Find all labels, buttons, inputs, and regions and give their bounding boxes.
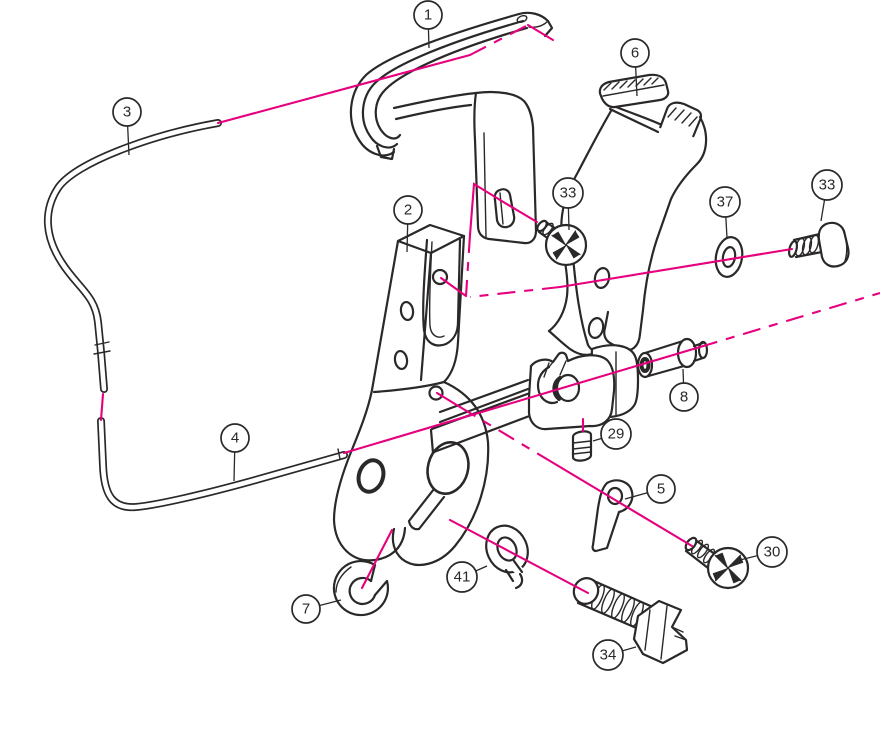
- callout-number: 29: [608, 426, 625, 443]
- shaft-clamp-assembly: [429, 344, 640, 455]
- assembly-lines: [99, 23, 880, 595]
- callout-circle: [291, 594, 321, 624]
- callout-circle: [552, 177, 584, 209]
- callout-circle: [446, 561, 478, 593]
- callout-number: 7: [302, 601, 310, 618]
- callout-8: 8: [669, 368, 699, 412]
- part-2-main-bracket: [332, 223, 490, 567]
- callout-number: 8: [680, 389, 688, 406]
- part-7-c-washer: [332, 560, 389, 617]
- knurl-hatch-top: [603, 77, 659, 91]
- callout-7: 7: [291, 594, 342, 624]
- callout-circle: [811, 169, 843, 201]
- callout-number: 4: [231, 430, 239, 447]
- callout-41: 41: [446, 561, 488, 593]
- callout-circle: [709, 186, 741, 218]
- callout-circle: [413, 0, 443, 30]
- callout-number: 6: [631, 45, 639, 62]
- callout-number: 37: [717, 194, 734, 211]
- part-29-set-screw: [571, 430, 593, 462]
- callout-6: 6: [620, 38, 650, 97]
- callout-layer: 1 3 6 2 33 37 33 8 29 4 5 30 41 7 34: [112, 0, 843, 671]
- part-41-lock-washer: [485, 524, 532, 590]
- callout-33: 33: [811, 169, 843, 222]
- callout-4: 4: [220, 423, 250, 482]
- part-37-washer: [714, 236, 744, 278]
- callout-number: 5: [657, 481, 665, 498]
- callout-33: 33: [552, 177, 584, 231]
- callout-circle: [393, 195, 423, 225]
- callout-number: 41: [454, 569, 471, 586]
- part-1-hook-lever: [349, 11, 554, 245]
- callout-30: 30: [739, 536, 788, 568]
- callout-circle: [220, 423, 250, 453]
- callout-circle: [646, 474, 676, 504]
- callout-number: 3: [123, 104, 131, 121]
- callout-number: 1: [424, 7, 432, 24]
- callout-3: 3: [112, 97, 142, 156]
- callout-number: 34: [600, 647, 617, 664]
- callout-5: 5: [624, 474, 676, 504]
- part-33-screw-right: [787, 221, 850, 268]
- callout-number: 2: [404, 202, 412, 219]
- part-8-bushing: [636, 337, 709, 379]
- part-4-guide-wire: [97, 417, 348, 512]
- callout-number: 30: [764, 544, 781, 561]
- callout-circle: [600, 418, 632, 450]
- callout-number: 33: [819, 177, 836, 194]
- knurl-hatch-neck: [667, 107, 698, 127]
- callout-2: 2: [393, 195, 423, 253]
- part-6-support-bracket: [547, 73, 708, 356]
- part-33-screw-left: [536, 219, 588, 267]
- part-3-guide-wire: [44, 119, 222, 393]
- callout-37: 37: [709, 186, 741, 239]
- callout-circle: [592, 639, 624, 671]
- callout-circle: [669, 382, 699, 412]
- part-30-screw: [684, 536, 752, 592]
- callout-1: 1: [413, 0, 443, 49]
- callout-circle: [112, 97, 142, 127]
- callout-circle: [756, 536, 788, 568]
- callout-34: 34: [592, 639, 637, 671]
- callout-number: 33: [560, 185, 577, 202]
- callout-circle: [620, 38, 650, 68]
- callout-29: 29: [592, 418, 632, 450]
